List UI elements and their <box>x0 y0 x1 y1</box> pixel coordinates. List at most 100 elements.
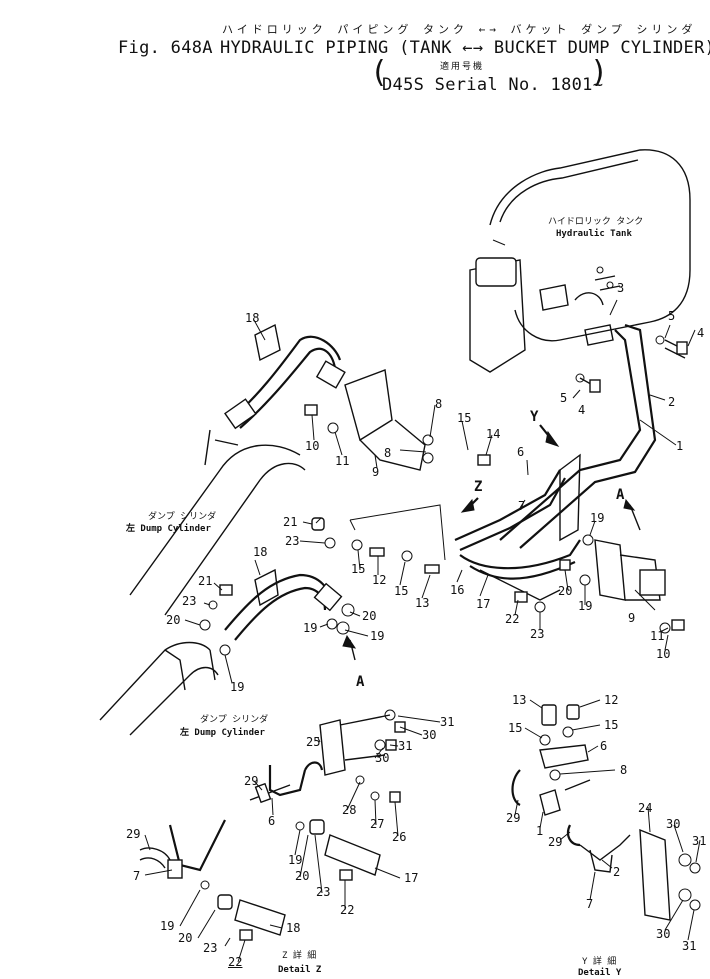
callout-13a: 13 <box>415 596 430 610</box>
callout-26: 26 <box>392 830 407 844</box>
callout-30c: 30 <box>666 817 681 831</box>
dump-cylinder-label-1: 左 Dump Cylinder <box>126 524 211 534</box>
callout-11b: 11 <box>650 629 665 643</box>
callout-1: 1 <box>676 439 684 453</box>
callout-23a: 23 <box>530 627 545 641</box>
callout-30b: 30 <box>375 751 390 765</box>
hose-assembly-upper <box>129 323 426 616</box>
callout-19c: 19 <box>303 621 318 635</box>
callout-19a: 19 <box>590 511 605 525</box>
hydraulic-tank <box>469 149 691 373</box>
callout-23c: 23 <box>182 594 197 608</box>
callout-18a: 18 <box>245 311 260 325</box>
callout-19e: 19 <box>230 680 245 694</box>
callout-6b: 6 <box>268 814 276 828</box>
callout-9b: 9 <box>628 611 636 625</box>
callout-7c: 7 <box>586 897 594 911</box>
callout-19b: 19 <box>578 599 593 613</box>
view-marker-a-left: A <box>356 674 365 690</box>
direction-arrows <box>342 424 641 661</box>
callout-29a: 29 <box>244 774 259 788</box>
callout-21a: 21 <box>283 515 298 529</box>
detail-y <box>511 704 701 921</box>
callout-13b: 13 <box>512 693 527 707</box>
callout-15c: 15 <box>394 584 409 598</box>
callout-19d: 19 <box>370 629 385 643</box>
callout-9a: 9 <box>372 465 380 479</box>
callout-28: 28 <box>342 803 357 817</box>
detail-y-label: Detail Y <box>578 968 622 978</box>
callout-6a: 6 <box>517 445 525 459</box>
detail-y-jp: Y 詳 細 <box>582 957 617 967</box>
callout-8a: 8 <box>435 397 443 411</box>
callout-23e: 23 <box>203 941 218 955</box>
callout-5: 5 <box>668 309 676 323</box>
callout-20c: 20 <box>362 609 377 623</box>
page-title: HYDRAULIC PIPING (TANK ←→ BUCKET DUMP CY… <box>220 38 710 58</box>
applicable-models-jp: 適用号機 <box>440 62 485 72</box>
callout-12a: 12 <box>372 573 387 587</box>
callout-21b: 21 <box>198 574 213 588</box>
callout-15a: 15 <box>457 411 472 425</box>
callout-30a: 30 <box>422 728 437 742</box>
callout-22b: 22 <box>340 903 355 917</box>
dump-cylinder-jp-2: ダンプ シリンダ <box>200 715 269 725</box>
paren-open: ( <box>370 55 389 90</box>
callout-20a: 20 <box>558 584 573 598</box>
view-marker-y: Y <box>530 409 539 425</box>
callout-25: 25 <box>306 735 321 749</box>
callout-24: 24 <box>638 801 653 815</box>
tank-label-jp: ハイドロリック タンク <box>548 217 644 227</box>
view-marker-a-right: A <box>616 487 625 503</box>
callout-14: 14 <box>486 427 501 441</box>
callout-27: 27 <box>370 817 385 831</box>
hose-assembly-lower <box>99 568 343 736</box>
callout-20b: 20 <box>166 613 181 627</box>
callout-12b: 12 <box>604 693 619 707</box>
detail-z <box>139 709 406 941</box>
callout-31d: 31 <box>682 939 697 953</box>
view-marker-z: Z <box>474 479 483 495</box>
callout-29d: 29 <box>548 835 563 849</box>
title-katakana: ハイドロリック パイピング タンク ←→ バケット ダンプ シリンダ <box>222 23 697 36</box>
callout-17b: 17 <box>404 871 419 885</box>
callout-29b: 29 <box>126 827 141 841</box>
bracket-right <box>559 453 666 601</box>
callout-19g: 19 <box>160 919 175 933</box>
callout-18b: 18 <box>253 545 268 559</box>
detail-z-jp: Z 詳 細 <box>282 951 317 961</box>
callout-20e: 20 <box>178 931 193 945</box>
dump-cylinder-jp-1: ダンプ シリンダ <box>148 512 217 522</box>
callout-7a: 7 <box>518 499 526 513</box>
callout-23b: 23 <box>285 534 300 548</box>
callout-22a: 22 <box>505 612 520 626</box>
callout-15d: 15 <box>508 721 523 735</box>
callout-29c: 29 <box>506 811 521 825</box>
callout-8b: 8 <box>384 446 392 460</box>
callout-31b: 31 <box>398 739 413 753</box>
callout-15b: 15 <box>351 562 366 576</box>
figure-number: Fig. 648A <box>118 38 213 58</box>
callout-3: 3 <box>617 281 625 295</box>
serial-number: D45S Serial No. 1801~ <box>382 75 604 95</box>
tank-label: Hydraulic Tank <box>556 229 632 239</box>
callout-2: 2 <box>668 395 676 409</box>
pipe-assembly <box>349 323 657 601</box>
dump-cylinder-label-2: 左 Dump Cylinder <box>180 728 265 738</box>
callout-10b: 10 <box>656 647 671 661</box>
callout-7b: 7 <box>133 869 141 883</box>
callout-17a: 17 <box>476 597 491 611</box>
paren-close: ) <box>590 55 609 90</box>
callout-2b: 2 <box>613 865 621 879</box>
callout-5b: 5 <box>560 391 568 405</box>
leader-lines <box>144 299 701 963</box>
callout-31a: 31 <box>440 715 455 729</box>
callout-11a: 11 <box>335 454 350 468</box>
callout-8c: 8 <box>620 763 628 777</box>
callout-10a: 10 <box>305 439 320 453</box>
callout-1b: 1 <box>536 824 544 838</box>
callout-4b: 4 <box>578 403 586 417</box>
callout-22c: 22 <box>228 955 243 969</box>
